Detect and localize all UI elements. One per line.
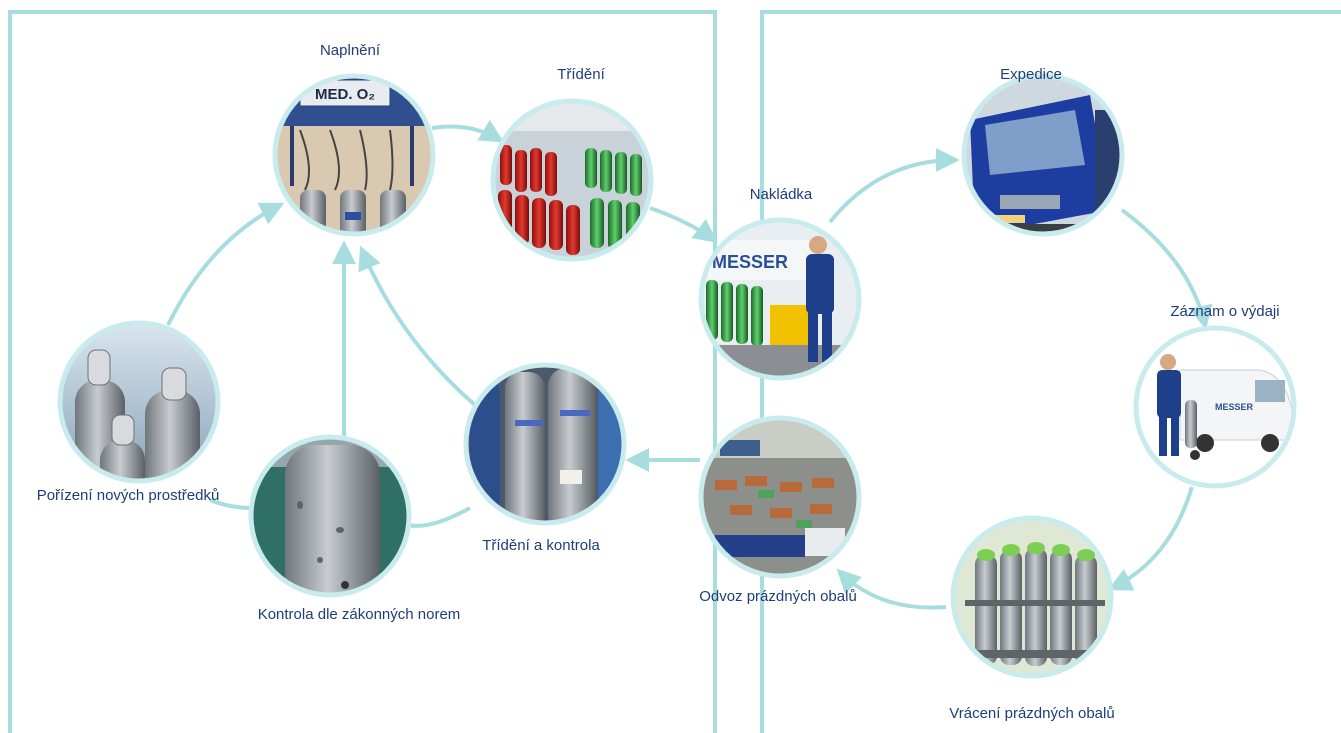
station-expedice-photo [961,73,1125,237]
arrow-expedice-zaznam [1120,208,1213,330]
arrow-trideni-kontrola-kontrola [407,506,471,528]
label-nakladka: Nakládka [749,186,813,203]
label-vraceni: Vrácení prázdných obalů [949,705,1115,722]
svg-text:MESSER: MESSER [712,252,788,272]
arrow-kontrola-porizeni [209,498,253,510]
station-kontrola-photo [248,434,412,598]
label-zaznam: Záznam o výdaji [1170,303,1280,320]
station-trideni-photo [490,98,654,262]
label-porizeni: Pořízení nových prostředků [36,487,220,504]
label-trideni: Třídění [557,66,605,83]
station-nakladka-photo: MESSER [698,217,862,381]
arrow-zaznam-vraceni [1107,486,1194,591]
arrow-nakladka-expedice [828,148,960,224]
label-odvoz: Odvoz prázdných obalů [699,588,857,605]
svg-text:MESSER: MESSER [1215,402,1254,412]
station-naplneni-photo: MED. O₂ [272,73,436,237]
label-expedice: Expedice [1000,66,1062,83]
arrow-trideni-kontrola-naplneni [358,245,477,407]
arrow-vraceni-odvoz [836,568,947,610]
arrow-naplneni-trideni [431,119,505,143]
flow-arrows [166,119,1213,610]
station-zaznam-photo: MESSER [1133,325,1297,489]
station-vraceni-photo [950,515,1114,679]
label-trideni-kontrola: Třídění a kontrola [482,537,600,554]
arrow-trideni-nakladka [649,206,718,243]
label-naplneni: Naplnění [319,42,381,59]
station-porizeni-photo [57,320,221,484]
label-kontrola: Kontrola dle zákonných norem [257,606,461,623]
svg-text:MED. O₂: MED. O₂ [315,86,375,103]
arrow-porizeni-naplneni [166,202,285,326]
station-trideni-kontrola-photo [463,362,627,526]
station-odvoz-photo [698,415,862,579]
